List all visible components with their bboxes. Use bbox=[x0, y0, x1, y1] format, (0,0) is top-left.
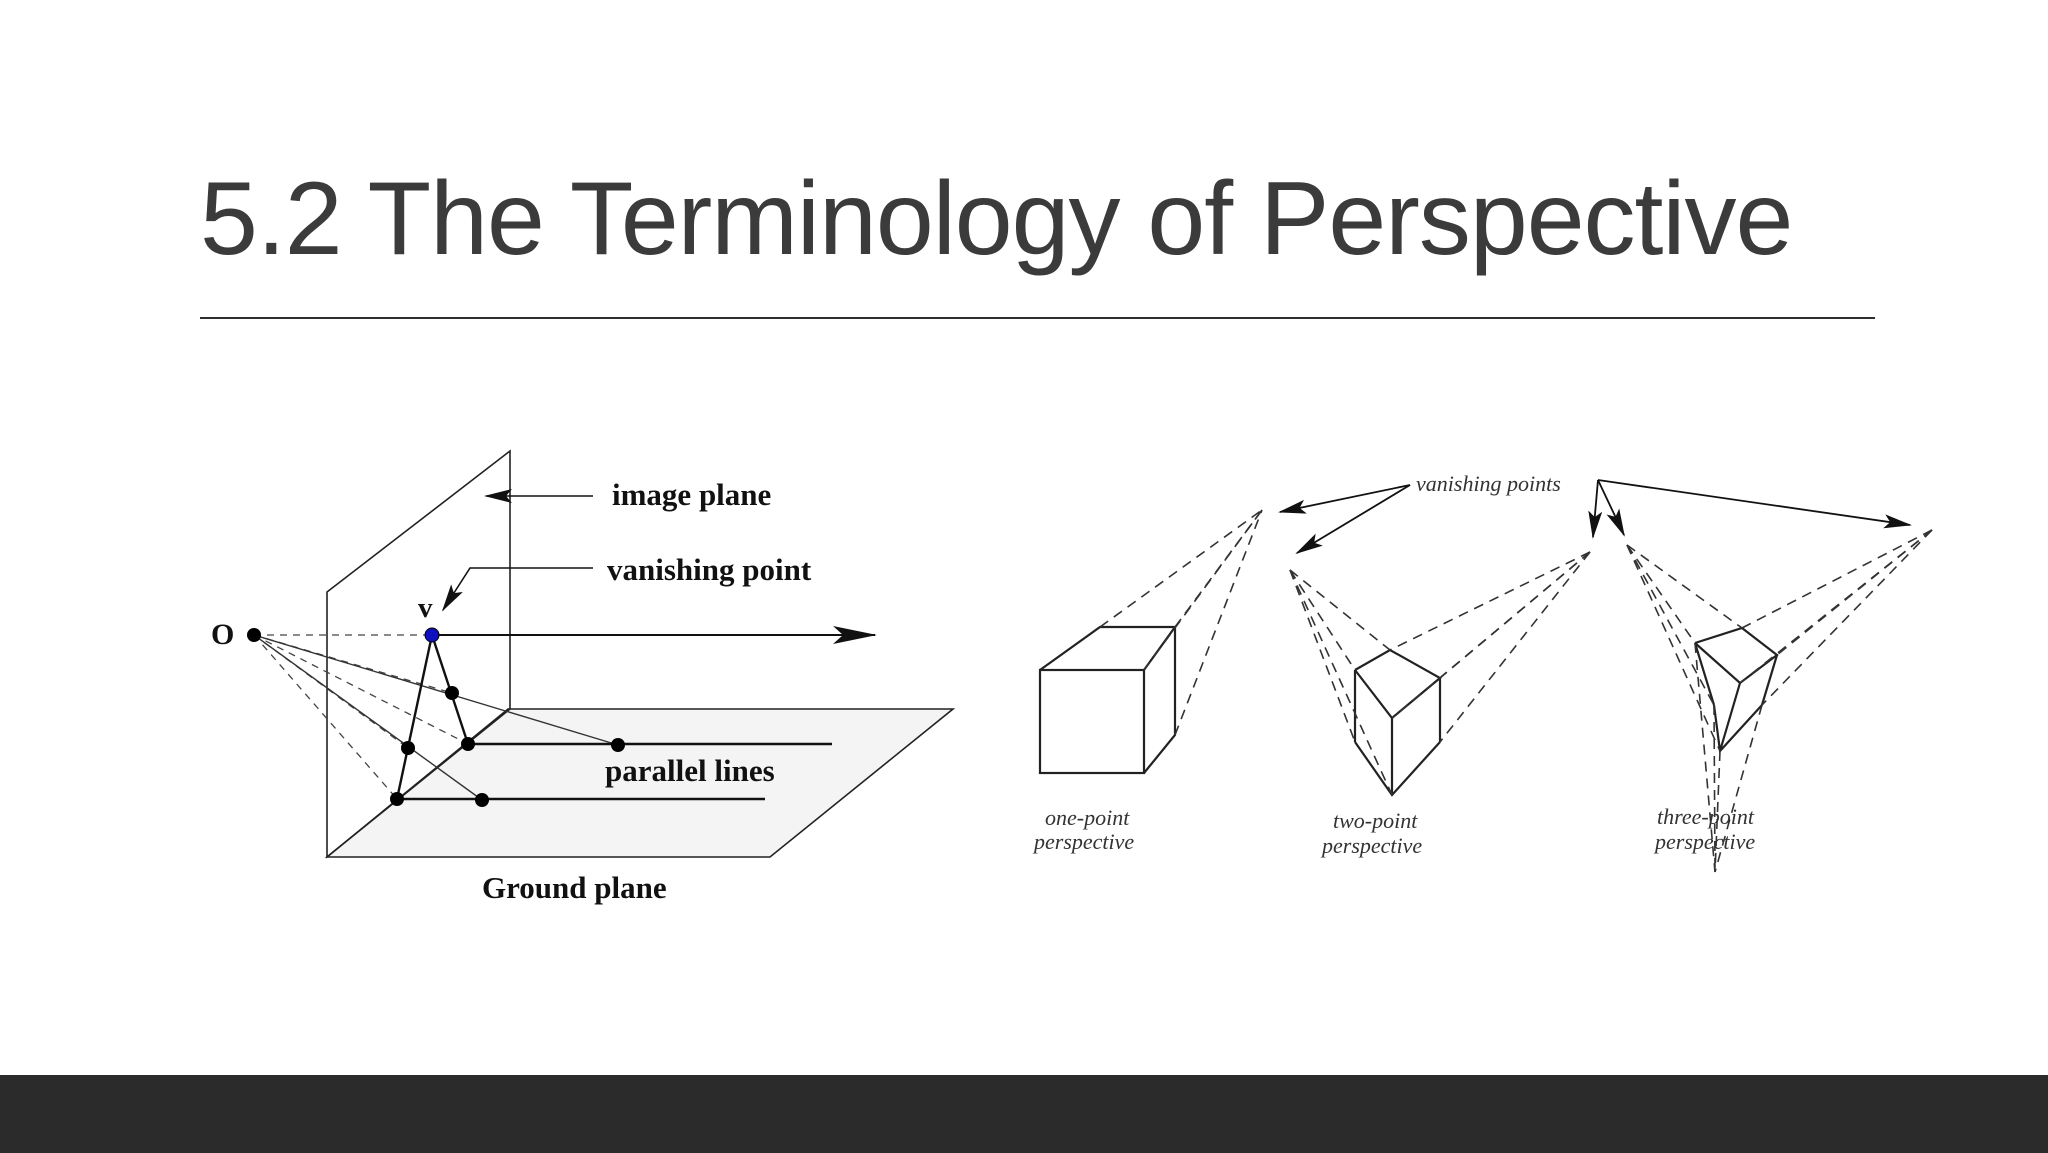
parallel-lines bbox=[397, 742, 832, 801]
vp-arrow-two-point bbox=[1295, 484, 1411, 555]
vp-arrow-three-b bbox=[1597, 479, 1625, 537]
parallel-lines-label: parallel lines bbox=[605, 753, 775, 788]
ray-line bbox=[253, 634, 483, 801]
vp-arrow-one-point bbox=[1278, 484, 1411, 514]
two-point-label-line1: two-point bbox=[1333, 808, 1418, 833]
left-perspective-diagram: image plane vanishing point v O parallel… bbox=[211, 449, 956, 905]
three-point-label-line1: three-point bbox=[1657, 804, 1755, 829]
two-point-label-line2: perspective bbox=[1320, 833, 1422, 858]
one-point-label-line2: perspective bbox=[1032, 829, 1134, 854]
title-divider bbox=[200, 317, 1875, 319]
vp-arrow-three-c bbox=[1597, 479, 1912, 529]
o-label: O bbox=[211, 618, 234, 651]
vp-arrow-three-a bbox=[1588, 479, 1603, 539]
one-point-label-line1: one-point bbox=[1045, 805, 1130, 830]
one-point-cube bbox=[1038, 625, 1178, 775]
three-point-cube bbox=[1693, 626, 1779, 754]
two-point-cube bbox=[1353, 648, 1442, 797]
image-plane-shape bbox=[326, 449, 511, 859]
vanishing-point-arrow bbox=[441, 567, 593, 612]
three-point-label-line2: perspective bbox=[1653, 829, 1755, 854]
vanishing-points-label: vanishing points bbox=[1416, 471, 1561, 496]
intersection-dots bbox=[247, 628, 625, 807]
slide-title: 5.2 The Terminology of Perspective bbox=[200, 161, 1793, 277]
ground-plane-label: Ground plane bbox=[482, 870, 667, 905]
v-label: v bbox=[418, 592, 433, 624]
footer-bar bbox=[0, 1075, 2048, 1153]
ground-plane-shape bbox=[324, 708, 956, 858]
vanishing-point-dot bbox=[424, 627, 440, 643]
ray-line bbox=[253, 634, 619, 746]
right-perspective-diagram: vanishing points one-point perspective bbox=[1032, 471, 1933, 873]
vanishing-point-label: vanishing point bbox=[607, 552, 812, 587]
image-plane-label: image plane bbox=[612, 477, 771, 512]
